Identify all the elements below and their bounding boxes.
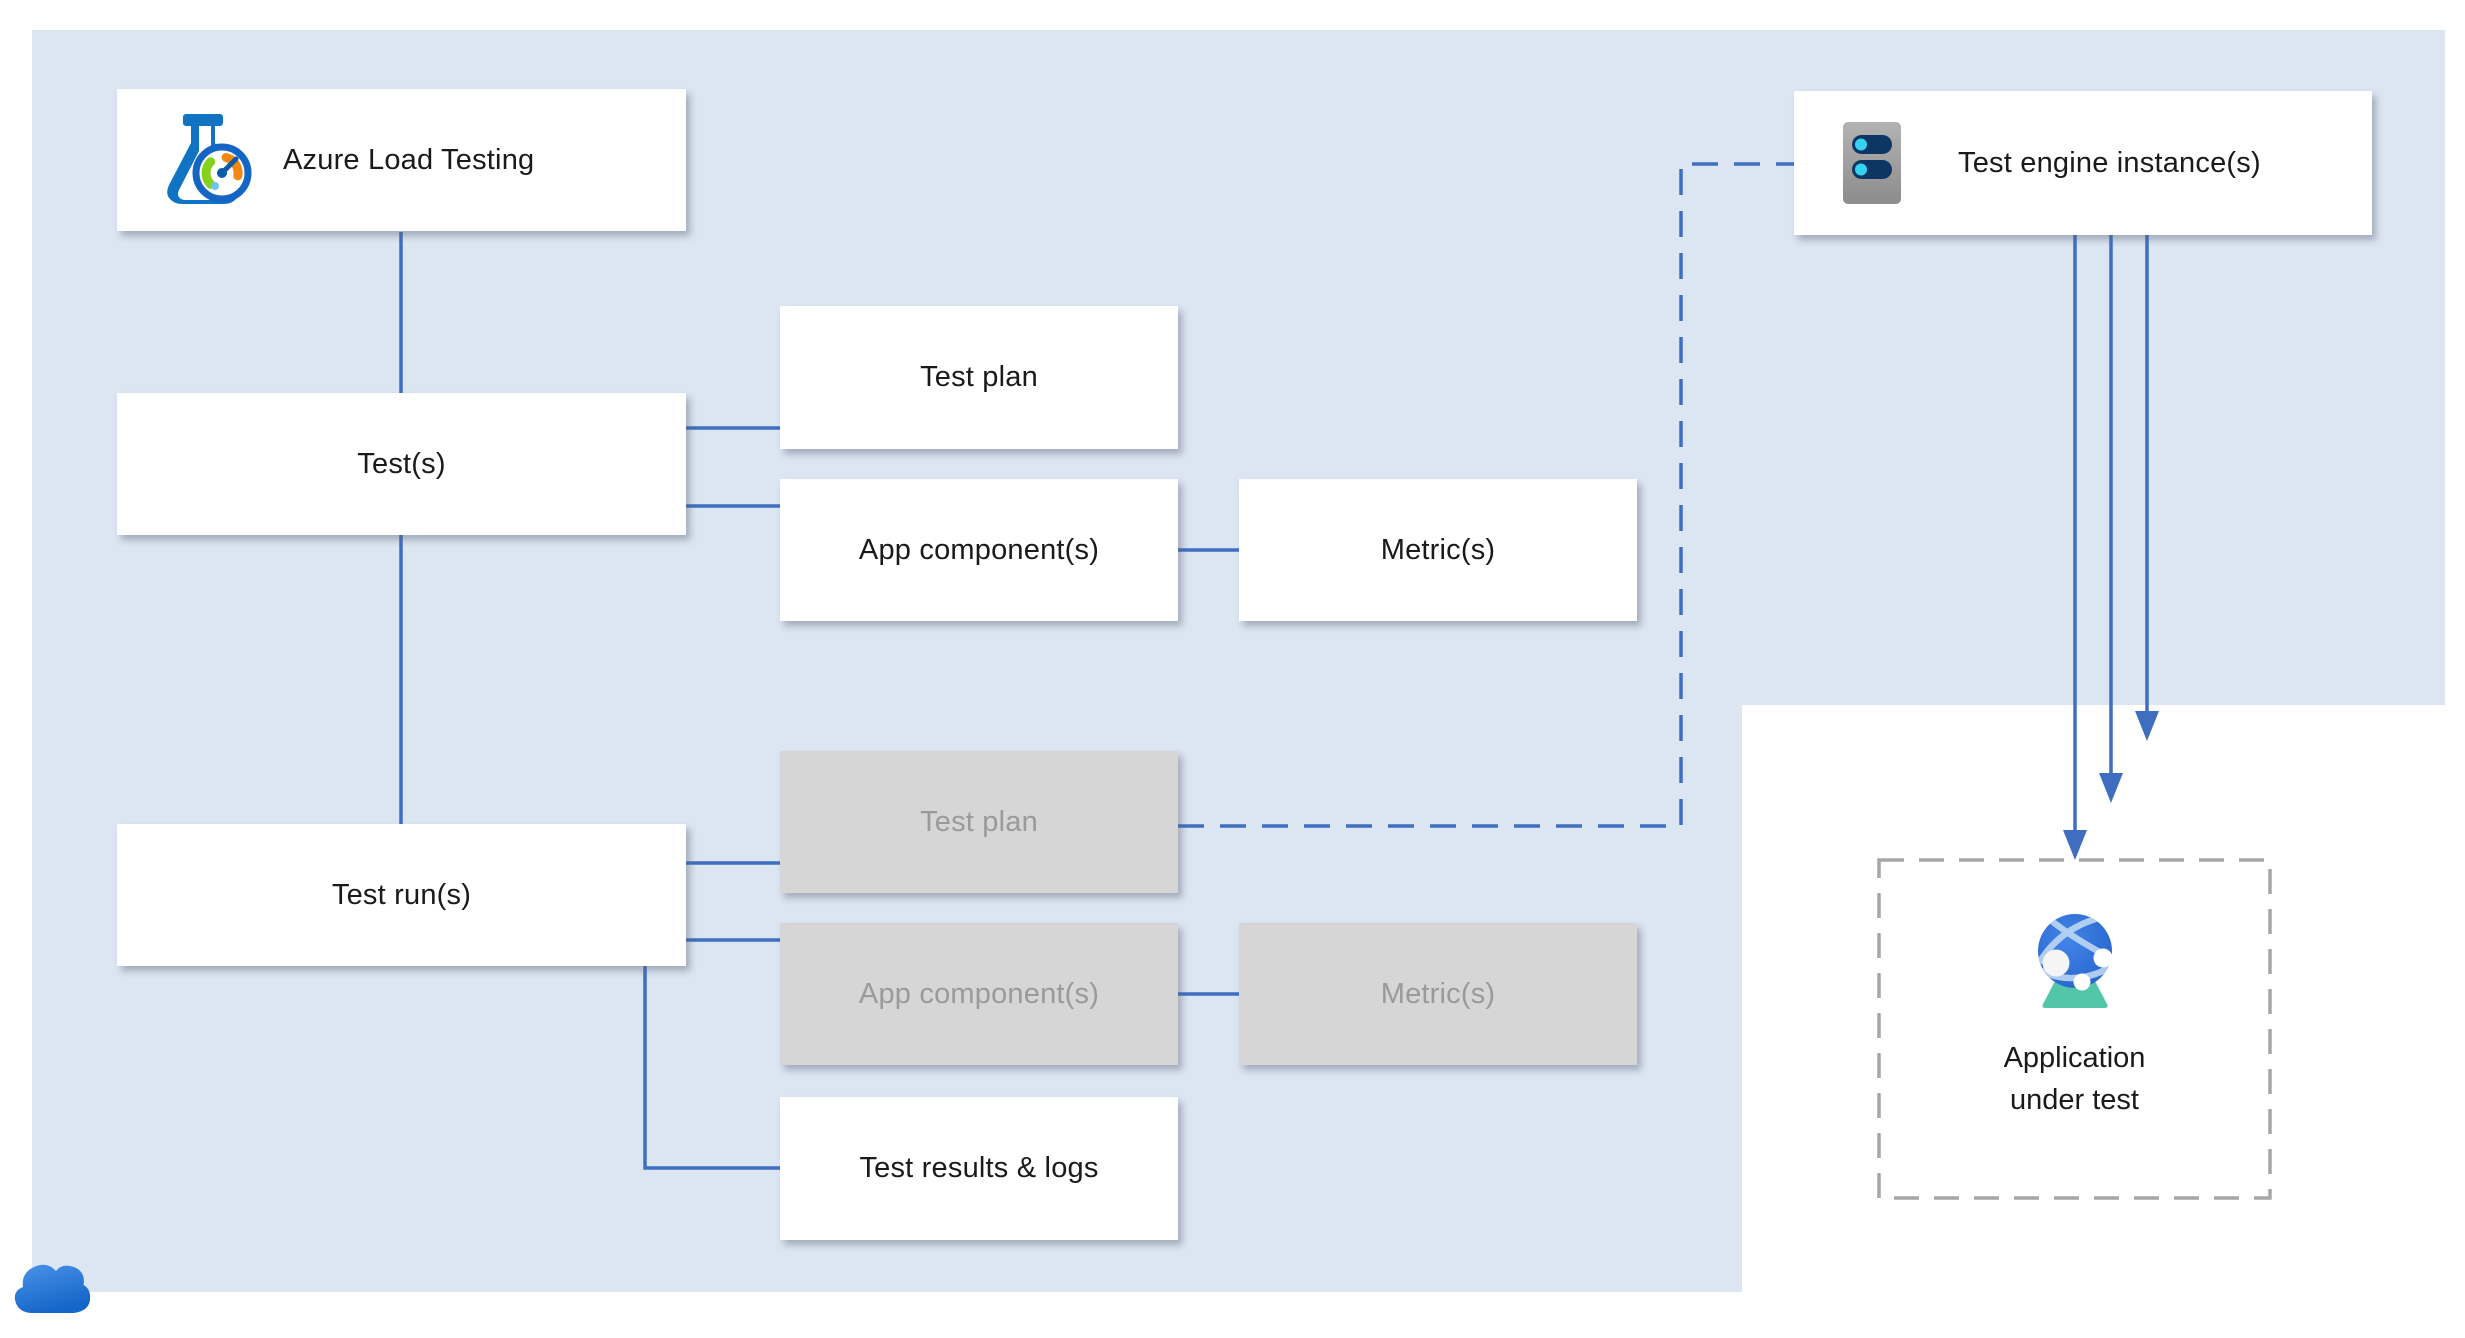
node-label: App component(s)	[858, 977, 1100, 1010]
node-label: Test engine instance(s)	[1958, 146, 2261, 179]
node-label: Test results & logs	[859, 1152, 1099, 1184]
node-label: Metric(s)	[1380, 533, 1496, 566]
node-test-results: Test results & logs	[780, 1097, 1178, 1240]
node-label: Metric(s)	[1380, 977, 1496, 1010]
node-label: Azure Load Testing	[283, 143, 535, 176]
load-testing-flask-gauge-icon	[167, 114, 252, 204]
node-label: App component(s)	[858, 533, 1100, 566]
node-label: Test plan	[920, 805, 1038, 838]
cloud-icon	[14, 1264, 91, 1313]
server-icon	[1843, 122, 1901, 204]
node-azure-load-testing: Azure Load Testing	[117, 89, 686, 231]
node-label: Test(s)	[357, 447, 446, 480]
node-test-plan: Test plan	[780, 306, 1178, 449]
node-label: Application under test	[2003, 1042, 2146, 1117]
node-test-runs: Test run(s)	[117, 824, 686, 966]
node-label: Test run(s)	[331, 878, 472, 911]
node-test-engine: Test engine instance(s)	[1794, 91, 2372, 235]
node-label: Test plan	[920, 361, 1038, 393]
node-metrics: Metric(s)	[1239, 479, 1637, 621]
node-run-test-plan: Test plan	[780, 751, 1178, 893]
node-tests: Test(s)	[117, 393, 686, 535]
node-application-under-test: Application under test	[1878, 859, 2271, 1199]
node-run-app-components: App component(s)	[780, 923, 1178, 1065]
node-run-metrics: Metric(s)	[1239, 923, 1637, 1065]
globe-app-service-icon	[2037, 914, 2112, 1008]
node-app-components: App component(s)	[780, 479, 1178, 621]
